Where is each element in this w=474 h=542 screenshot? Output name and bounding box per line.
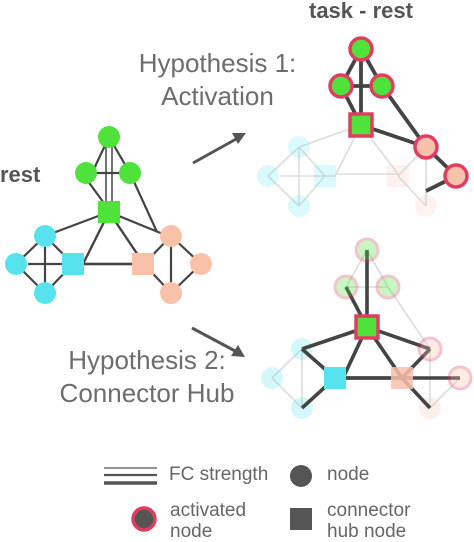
activated-node — [369, 73, 395, 99]
activated-hub-node — [348, 112, 374, 138]
node — [75, 162, 97, 184]
node — [34, 225, 56, 247]
node-icon — [290, 465, 312, 487]
hypothesis1-line1: Hypothesis 1: — [138, 48, 297, 78]
arrow-to-hypothesis-2 — [191, 326, 245, 357]
connector-hub-node — [391, 367, 413, 389]
legend — [104, 465, 312, 532]
hypothesis1-line2: Activation — [161, 81, 274, 111]
fc-strength-icon — [104, 467, 157, 485]
hypothesis2-title: Hypothesis 2: Connector Hub — [47, 347, 247, 406]
node — [119, 162, 141, 184]
legend-activated-line1: activated — [170, 500, 247, 521]
legend-connector-line1: connector — [327, 500, 411, 521]
legend-activated-node-label: activated node — [170, 500, 246, 542]
node — [98, 126, 120, 148]
node — [160, 225, 182, 247]
hypothesis2-line2: Connector Hub — [59, 378, 235, 408]
hypothesis2-line1: Hypothesis 2: — [68, 345, 226, 375]
task-rest-label: task - rest — [309, 0, 413, 23]
connector-hub-node — [98, 201, 120, 223]
legend-fc-strength-label: FC strength — [169, 464, 269, 485]
node — [190, 253, 212, 275]
activated-node — [443, 163, 469, 189]
node — [34, 282, 56, 304]
activated-node — [413, 134, 439, 160]
arrow-to-hypothesis-1 — [192, 133, 246, 165]
connector-hub-node — [62, 253, 84, 275]
legend-connector-line2: hub node — [327, 521, 407, 542]
legend-activated-line2: node — [170, 521, 213, 542]
activated-node — [348, 36, 374, 62]
legend-connector-hub-label: connector hub node — [327, 500, 410, 542]
legend-node-label: node — [327, 464, 370, 485]
rest-label: rest — [0, 162, 41, 187]
hypothesis2-network — [261, 237, 473, 419]
node — [160, 282, 182, 304]
hypothesis1-network — [257, 36, 469, 217]
connector-hub-node-icon — [290, 508, 312, 530]
rest-nodes — [5, 126, 212, 304]
connector-hub-node — [324, 367, 346, 389]
hypothesis1-title: Hypothesis 1: Activation — [130, 50, 305, 109]
connector-hub-node — [132, 253, 154, 275]
activated-hub-node — [354, 314, 380, 340]
node — [5, 253, 27, 275]
activated-node — [328, 73, 354, 99]
activated-node-icon — [131, 506, 157, 532]
